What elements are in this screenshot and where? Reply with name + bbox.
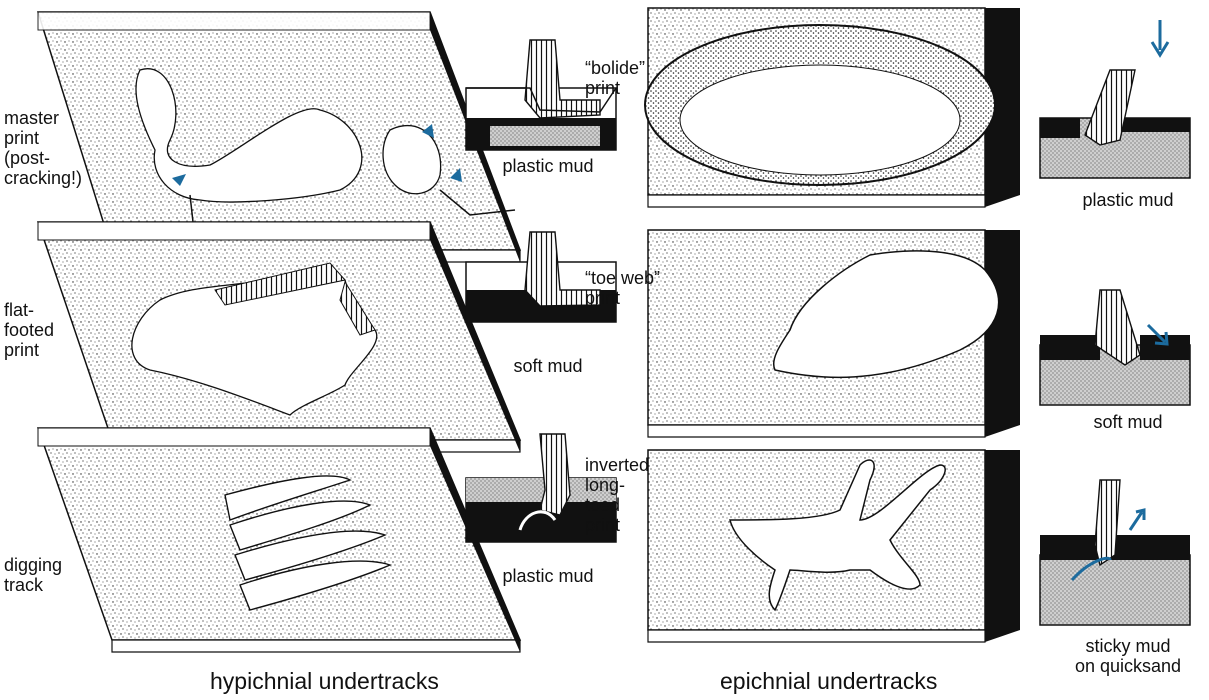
- caption-inset-right-3: sticky mud on quicksand: [1058, 636, 1198, 676]
- label-long-toed-print: inverted long- toed print: [585, 455, 649, 535]
- arrow-down-blue: [1152, 20, 1168, 55]
- slab-digging-track: [38, 428, 520, 652]
- caption-inset-left-1: plastic mud: [478, 156, 618, 176]
- label-flat-footed-print: flat- footed print: [4, 300, 54, 360]
- label-bolide-print: “bolide” print: [585, 58, 645, 98]
- label-master-print: master print (post- cracking!): [4, 108, 82, 188]
- heading-epichnial: epichnial undertracks: [720, 668, 937, 694]
- label-toe-web-print: “toe web” print: [585, 268, 660, 308]
- arrow-up-blue: [1130, 510, 1144, 530]
- slab-bolide-print: [645, 8, 1020, 207]
- label-digging-track: digging track: [4, 555, 62, 595]
- inset-right-1: [1040, 20, 1190, 178]
- caption-inset-left-2: soft mud: [478, 356, 618, 376]
- inset-right-3: [1040, 480, 1190, 625]
- heading-hypichnial: hypichnial undertracks: [210, 668, 439, 694]
- inset-right-2: [1040, 290, 1190, 405]
- slab-long-toed-print: [648, 450, 1020, 642]
- caption-inset-left-3: plastic mud: [478, 566, 618, 586]
- slab-toe-web-print: [648, 230, 1020, 437]
- caption-inset-right-1: plastic mud: [1058, 190, 1198, 210]
- caption-inset-right-2: soft mud: [1058, 412, 1198, 432]
